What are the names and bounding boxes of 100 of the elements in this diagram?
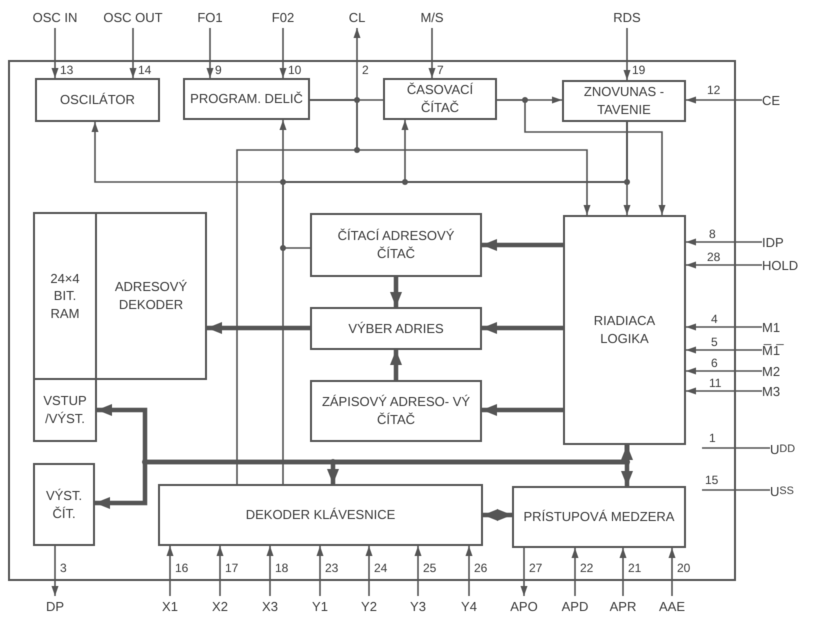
signal-name: M1	[762, 317, 816, 337]
pin-number: 7	[436, 64, 445, 77]
connector	[483, 509, 512, 521]
pin-number: 19	[631, 64, 646, 77]
pin-number: 10	[287, 64, 302, 77]
connector	[52, 546, 58, 596]
pin-number: 3	[59, 562, 68, 575]
connector	[366, 546, 372, 596]
connector	[686, 368, 762, 374]
connector	[702, 489, 770, 491]
pin-number: 14	[137, 64, 152, 77]
signal-name: M2	[762, 361, 816, 381]
pin-number: 20	[676, 562, 692, 575]
pin-number: 27	[528, 562, 544, 575]
function-block	[310, 213, 482, 277]
connector	[316, 546, 324, 596]
connector	[686, 324, 762, 330]
pin-number: 16	[174, 562, 190, 575]
block-label: VSTUP /VÝST.	[42, 392, 88, 428]
signal-name: DP	[31, 596, 79, 616]
connector	[207, 322, 310, 334]
pin-number: 26	[473, 562, 488, 575]
connector	[702, 447, 770, 449]
signal-name: RDS	[595, 7, 659, 28]
signal-name: AAE	[648, 596, 696, 616]
block-label: DEKODER KLÁVESNICE	[246, 506, 396, 524]
signal-name: OSC OUT	[101, 7, 165, 28]
connector	[206, 28, 214, 78]
pin-number: 9	[214, 64, 223, 77]
signal-name: X2	[196, 596, 244, 616]
pin-number: 13	[59, 64, 74, 77]
connector	[686, 388, 762, 394]
function-block	[562, 80, 686, 122]
pin-number: 17	[224, 562, 240, 575]
pin-number: 25	[422, 562, 438, 575]
chip-outline	[8, 60, 736, 581]
signal-name: X1	[146, 596, 194, 616]
function-block	[512, 486, 686, 548]
pin-number: 8	[708, 228, 717, 241]
function-block	[563, 215, 686, 445]
function-block	[383, 78, 497, 120]
pin-number: 1	[708, 432, 717, 445]
signal-name: HOLD	[762, 255, 816, 275]
pin-number: 23	[324, 562, 340, 575]
connector	[482, 239, 563, 251]
signal-name: Y2	[345, 596, 393, 616]
pin-number: 12	[706, 84, 722, 97]
connector	[52, 28, 58, 78]
function-block	[95, 212, 207, 380]
function-block	[33, 463, 95, 546]
signal-name: CL	[325, 7, 389, 28]
function-block	[310, 380, 482, 442]
function-block	[310, 307, 482, 350]
pin-number: 18	[274, 562, 290, 575]
connector	[428, 28, 436, 78]
signal-name: FO1	[178, 7, 242, 28]
signal-name: M/S	[400, 7, 464, 28]
function-block	[158, 484, 483, 546]
signal-name: M̅1̅	[762, 340, 816, 360]
connector	[686, 96, 762, 104]
connector	[280, 28, 286, 78]
pin-number: 4	[710, 313, 719, 326]
block-label: OSCILÁTOR	[60, 91, 135, 109]
connector	[482, 322, 563, 334]
connector	[686, 238, 762, 246]
pin-number: 22	[579, 562, 594, 575]
signal-name: APR	[599, 596, 647, 616]
pin-number: 11	[708, 377, 722, 390]
function-block	[33, 378, 97, 442]
connector	[624, 28, 630, 80]
connector	[482, 404, 563, 416]
pin-number: 24	[373, 562, 388, 575]
block-label: 24×4 BIT. RAM	[49, 270, 81, 322]
function-block	[33, 212, 97, 380]
connector	[572, 548, 578, 596]
block-label: VÝST. ČÍT.	[44, 486, 84, 522]
function-block	[35, 78, 160, 122]
connector	[668, 548, 676, 596]
connector	[686, 346, 762, 354]
connector	[390, 350, 402, 380]
pin-number: 5	[710, 336, 719, 349]
signal-name: M3	[762, 381, 816, 401]
block-label: ADRESOVÝ DEKODER	[114, 278, 188, 314]
block-label: ČASOVACÍ ČÍTAČ	[406, 81, 474, 117]
block-label: VÝBER ADRIES	[348, 320, 444, 338]
function-block	[183, 78, 310, 120]
pin-number: 21	[627, 562, 642, 575]
pin-number: 28	[706, 251, 722, 264]
connector	[414, 546, 422, 596]
block-label: ČÍTACÍ ADRESOVÝ ČÍTAČ	[336, 227, 456, 263]
signal-name: Y1	[296, 596, 344, 616]
connector	[466, 546, 472, 596]
signal-name: IDP	[762, 232, 816, 252]
block-label: PROGRAM. DELIČ	[190, 90, 303, 108]
connector	[130, 28, 136, 78]
connector	[327, 445, 630, 484]
signal-name: X3	[246, 596, 294, 616]
connector	[166, 546, 174, 596]
connector	[520, 548, 528, 596]
pin-number: 2	[361, 64, 370, 77]
